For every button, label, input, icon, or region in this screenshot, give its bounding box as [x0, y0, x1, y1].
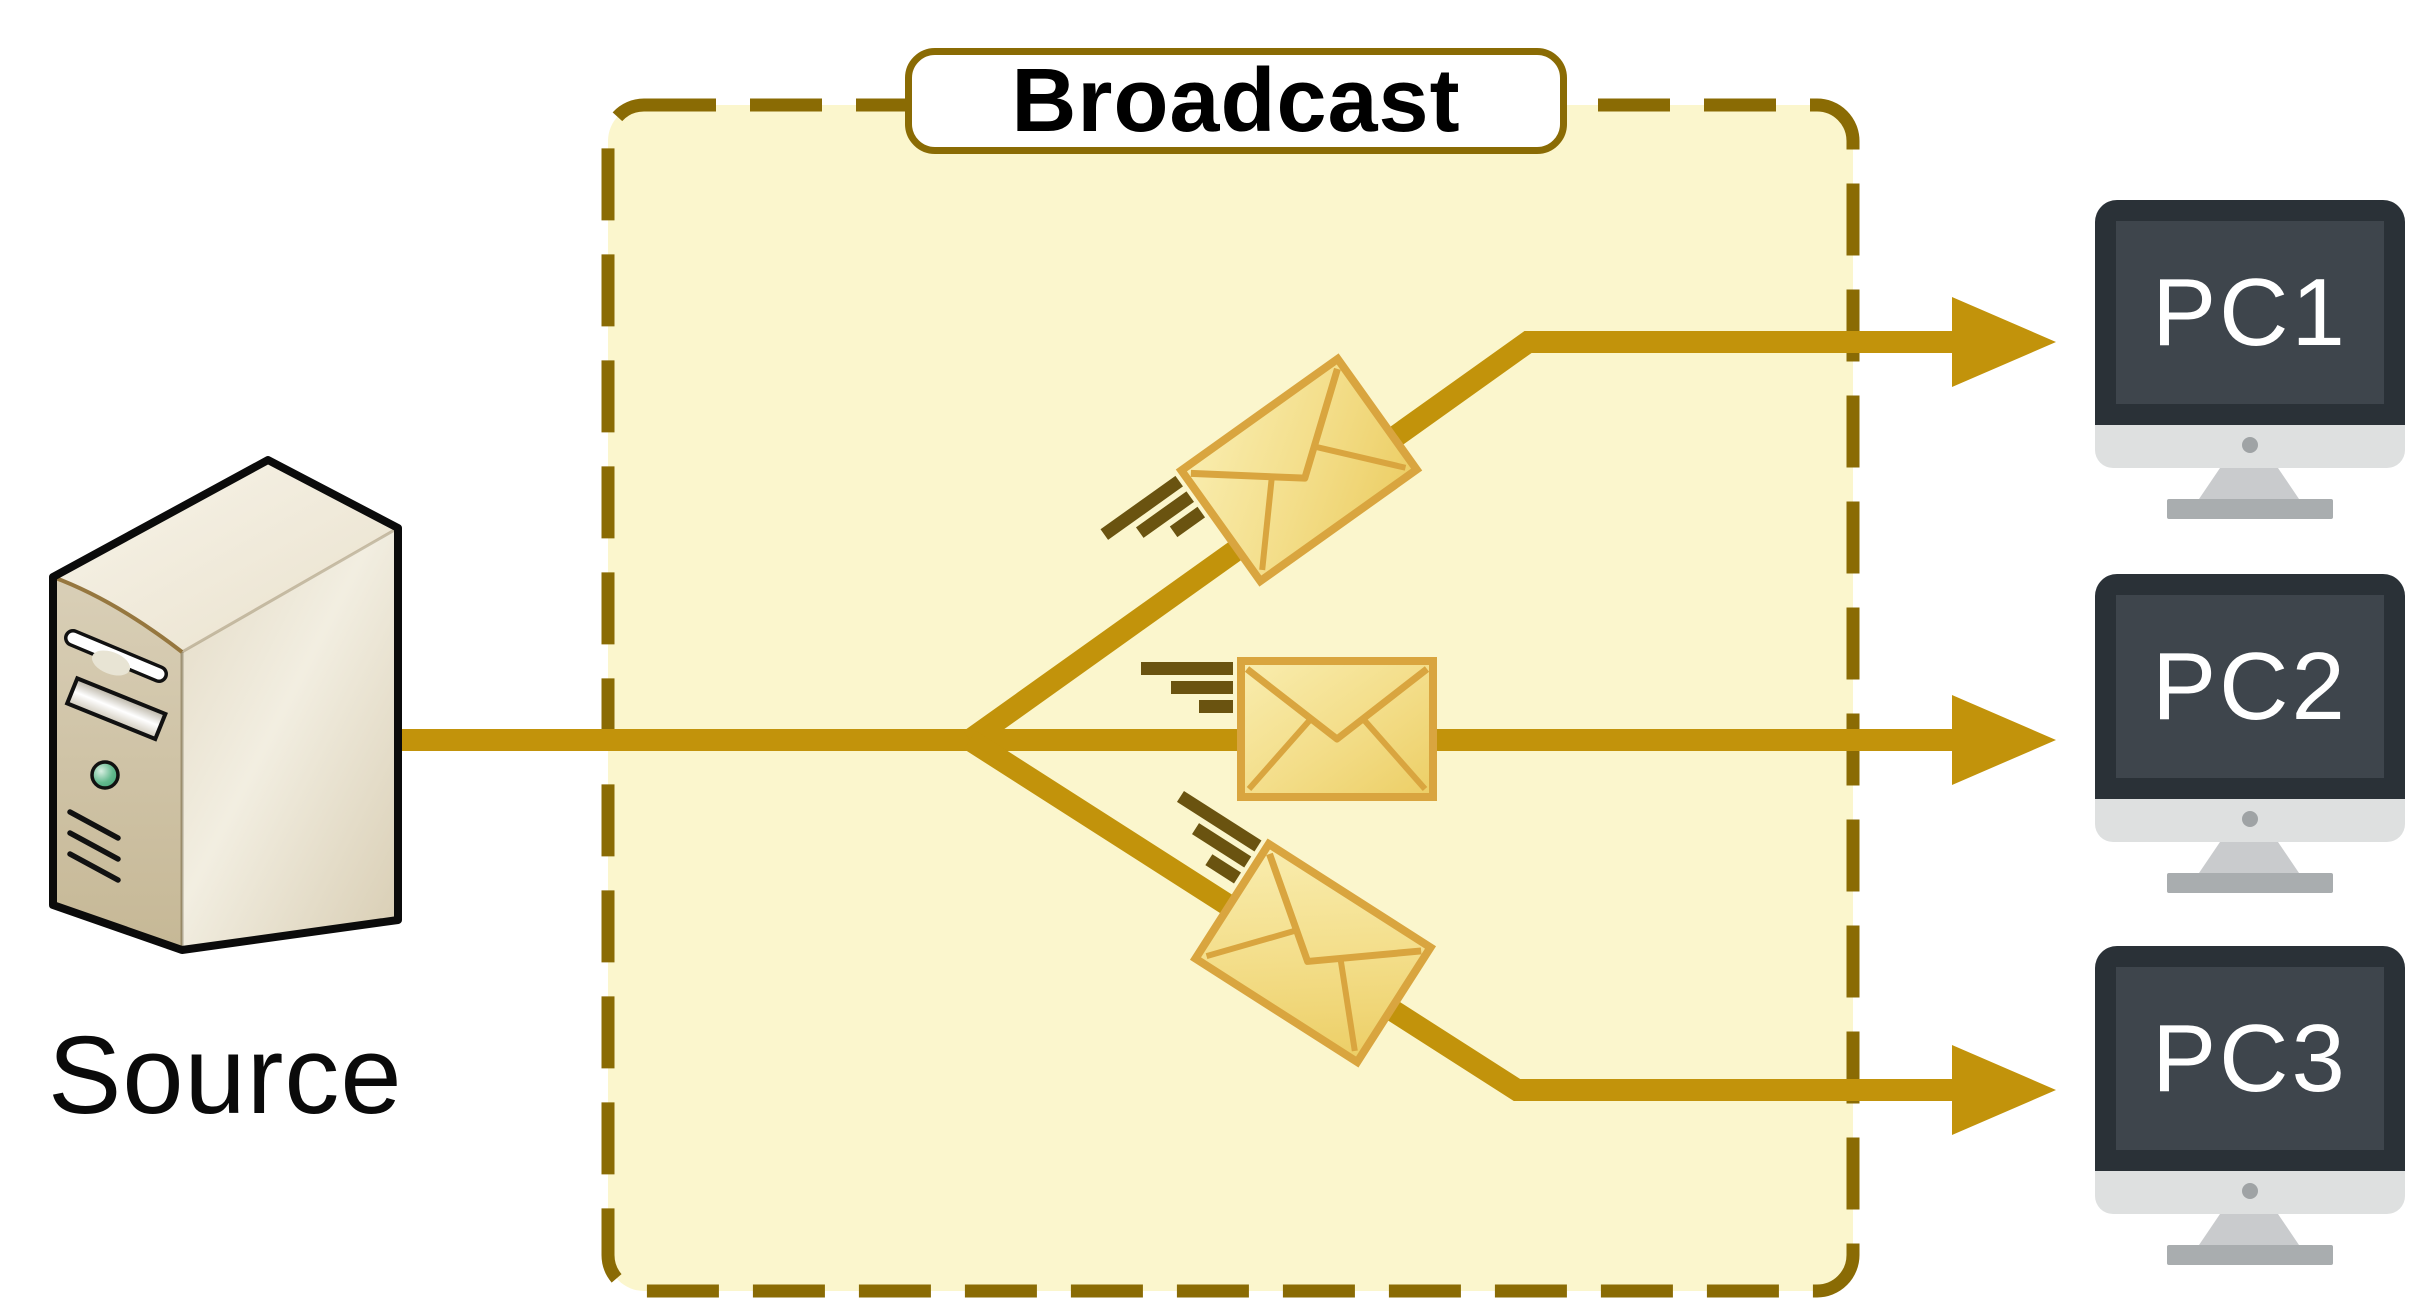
server-tower-icon: [49, 456, 402, 954]
monitor-bezel: PC3: [2095, 946, 2405, 1171]
monitor-stand-neck: [2199, 468, 2299, 499]
monitor-stand-neck: [2199, 842, 2299, 873]
monitor-bezel: PC2: [2095, 574, 2405, 799]
monitor-screen: PC1: [2116, 221, 2384, 404]
arrow-line-pc3: [964, 730, 1962, 1101]
monitor-pc2: PC2: [2095, 574, 2405, 894]
camera-dot-icon: [2242, 1183, 2258, 1199]
monitor-stand-base: [2167, 499, 2333, 519]
pc3-label: PC3: [2152, 1004, 2348, 1112]
monitor-stand-base: [2167, 873, 2333, 893]
broadcast-zone: [601, 98, 1860, 1298]
pc2-label: PC2: [2152, 632, 2348, 740]
source-label: Source: [48, 1014, 403, 1137]
monitor-screen: PC3: [2116, 967, 2384, 1150]
monitor-pc1: PC1: [2095, 200, 2405, 520]
broadcast-title-text: Broadcast: [1011, 50, 1461, 151]
arrowhead-pc3-icon: [1952, 1045, 2056, 1135]
monitor-pc3: PC3: [2095, 946, 2405, 1266]
arrowhead-pc2-icon: [1952, 695, 2056, 785]
monitor-chin: [2095, 425, 2405, 468]
vent-lines-icon: [67, 809, 121, 883]
arrowhead-pc1-icon: [1952, 297, 2056, 387]
monitor-stand-base: [2167, 1245, 2333, 1265]
monitor-bezel: PC1: [2095, 200, 2405, 425]
pc1-label: PC1: [2152, 258, 2348, 366]
camera-dot-icon: [2242, 811, 2258, 827]
arrow-heads: [1952, 297, 2056, 1135]
arrow-line-pc1: [963, 331, 1962, 749]
monitor-chin: [2095, 1171, 2405, 1214]
monitor-chin: [2095, 799, 2405, 842]
power-button-icon: [90, 760, 120, 790]
monitor-screen: PC2: [2116, 595, 2384, 778]
drive-tray-icon: [91, 650, 131, 676]
monitor-stand-neck: [2199, 1214, 2299, 1245]
broadcast-zone-label: Broadcast: [905, 48, 1567, 154]
camera-dot-icon: [2242, 437, 2258, 453]
broadcast-arrows: [397, 331, 1965, 1101]
